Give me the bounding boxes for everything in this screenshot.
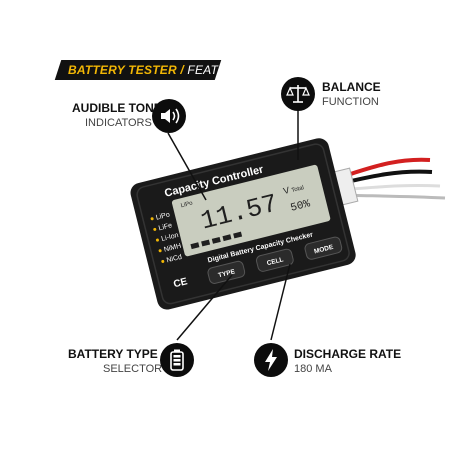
cell-button-label: CELL — [266, 256, 284, 267]
lcd-unit: V — [282, 185, 290, 196]
audible-subtitle: INDICATORS — [85, 117, 152, 129]
chem-item-1: LiFe — [158, 222, 173, 232]
audible-icon-circle — [152, 99, 186, 133]
battery-icon — [170, 349, 184, 371]
chem-item-4: NiCd — [166, 254, 183, 265]
chemistry-list: LiPo LiFe Li-Ion NiMH NiCd — [150, 211, 183, 265]
features-banner: BATTERY TESTER / FEATURES — [54, 60, 252, 80]
audible-leader-line — [167, 132, 207, 201]
lcd-cell-bars — [190, 231, 243, 250]
battery-type-leader-line — [176, 274, 233, 341]
lcd-percent: 50% — [289, 198, 312, 215]
battery-type-subtitle: SELECTOR — [103, 363, 163, 375]
battery-type-title: BATTERY TYPE — [68, 347, 158, 361]
type-button-label: TYPE — [218, 268, 237, 279]
audible-title: AUDIBLE TONE — [72, 101, 162, 115]
lcd-chem-label: LiPo — [180, 200, 194, 209]
discharge-leader-line — [270, 263, 291, 341]
chem-item-0: LiPo — [155, 211, 170, 221]
discharge-subtitle: 180 MA — [294, 363, 332, 375]
lcd-total-label: Total — [291, 185, 305, 194]
battery-icon-circle — [160, 343, 194, 377]
banner-accent-text: BATTERY TESTER / — [68, 63, 184, 77]
mode-button-label: MODE — [313, 244, 334, 256]
chem-item-3: NiMH — [163, 243, 182, 254]
balance-subtitle: FUNCTION — [322, 96, 379, 108]
balance-icon-circle — [281, 77, 315, 111]
scale-icon — [286, 85, 310, 103]
chem-item-2: Li-Ion — [161, 232, 180, 243]
cell-button[interactable]: CELL — [255, 248, 294, 272]
balance-wires — [329, 157, 446, 207]
mode-button[interactable]: MODE — [304, 236, 343, 260]
banner-text: BATTERY TESTER / FEATURES — [68, 63, 252, 77]
lcd-screen — [171, 164, 331, 257]
discharge-title: DISCHARGE RATE — [294, 347, 402, 361]
banner-rest-text: FEATURES — [183, 63, 253, 77]
ce-mark: CE — [172, 276, 188, 290]
speaker-icon — [161, 108, 180, 124]
balance-title: BALANCE — [322, 80, 381, 94]
discharge-icon-circle — [254, 343, 288, 377]
lightning-icon — [265, 349, 277, 371]
